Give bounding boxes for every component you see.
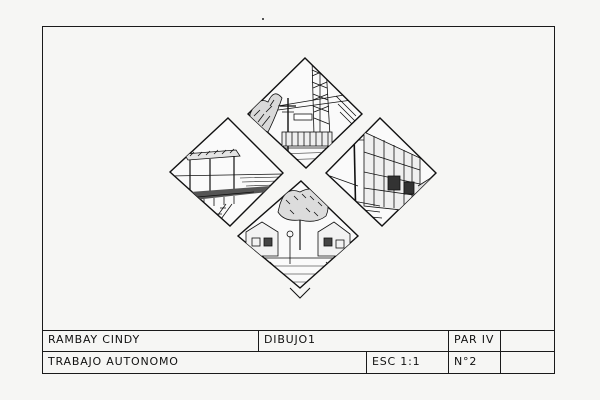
title-block: RAMBAY CINDY DIBUJO1 PAR IV TRABAJO AUTO…: [42, 330, 555, 374]
author-name: RAMBAY CINDY: [48, 333, 140, 346]
diamond-illustration: [168, 57, 437, 299]
work-type: TRABAJO AUTONOMO: [48, 355, 179, 368]
group-label: PAR IV: [454, 333, 495, 346]
scale-label: ESC 1:1: [372, 355, 421, 368]
drawing-frame: [42, 26, 555, 374]
drawing-title: DIBUJO1: [264, 333, 316, 346]
sheet-number: N°2: [454, 355, 478, 368]
top-panel: [246, 57, 364, 169]
paper-speck: [262, 18, 264, 20]
left-panel: [168, 117, 284, 227]
right-panel: [325, 117, 437, 227]
